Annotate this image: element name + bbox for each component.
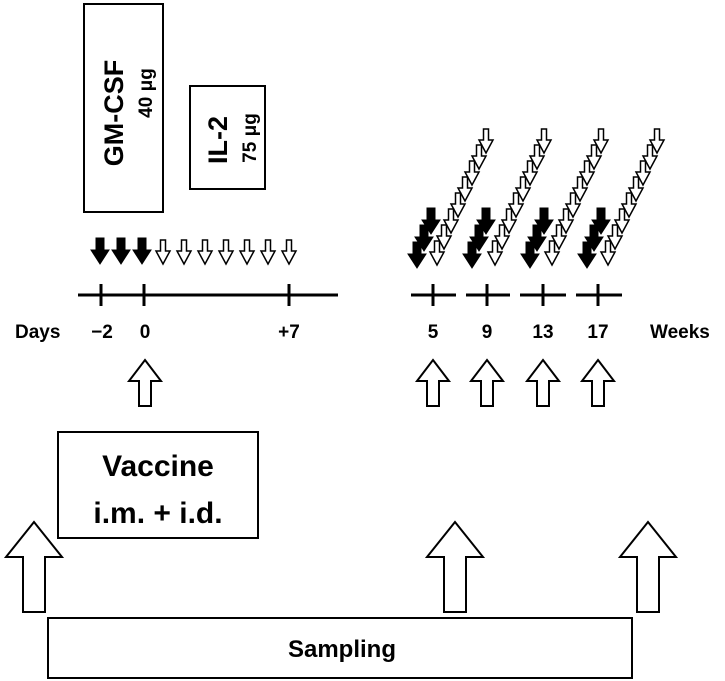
hollow-down-arrow-icon xyxy=(197,239,213,265)
il2-box xyxy=(189,85,266,190)
vaccine-box xyxy=(57,431,259,539)
hollow-down-arrow-icon xyxy=(260,239,276,265)
day-tick-label: −2 xyxy=(91,322,113,343)
hollow-down-arrow-icon xyxy=(239,239,255,265)
sampling-up-arrow-icon xyxy=(619,521,677,613)
gmcsf-box xyxy=(83,3,164,213)
il2-dose-arrows xyxy=(155,239,297,265)
vaccination-up-arrow-icon xyxy=(416,359,450,407)
vaccination-up-arrow-icon xyxy=(128,359,162,407)
week-tick-label: 5 xyxy=(428,322,439,343)
day-tick-label: +7 xyxy=(278,322,300,343)
gmcsf-label: GM-CSF xyxy=(99,60,129,166)
vaccination-up-arrow-icon xyxy=(470,359,504,407)
days-axis-label: Days xyxy=(15,322,60,343)
il2-dose: 75 μg xyxy=(240,113,261,163)
filled-down-arrow-icon xyxy=(111,237,131,265)
hollow-down-arrow-icon xyxy=(155,239,171,265)
hollow-down-arrow-icon xyxy=(176,239,192,265)
il2-label: IL-2 xyxy=(203,116,233,164)
day-tick-label: 0 xyxy=(140,322,151,343)
week-tick-label: 17 xyxy=(587,322,608,343)
vaccine-route: i.m. + i.d. xyxy=(93,497,222,530)
hollow-down-arrow-icon xyxy=(218,239,234,265)
weeks-axis-label: Weeks xyxy=(650,322,710,343)
filled-down-arrow-icon xyxy=(132,237,152,265)
week-tick-label: 13 xyxy=(532,322,553,343)
sampling-label: Sampling xyxy=(288,636,396,663)
gmcsf-dose-arrows xyxy=(90,237,152,265)
vaccination-up-arrow-icon xyxy=(526,359,560,407)
vaccine-title: Vaccine xyxy=(102,450,214,483)
hollow-down-arrow-icon xyxy=(281,239,297,265)
gmcsf-dose: 40 μg xyxy=(136,68,157,118)
days-timeline xyxy=(78,284,338,306)
sampling-up-arrow-icon xyxy=(426,521,484,613)
filled-down-arrow-icon xyxy=(90,237,110,265)
weeks-timeline xyxy=(411,284,622,306)
vaccination-up-arrow-icon xyxy=(581,359,615,407)
week-tick-label: 9 xyxy=(482,322,493,343)
sampling-bar xyxy=(47,617,633,679)
sampling-up-arrow-icon xyxy=(5,521,63,613)
